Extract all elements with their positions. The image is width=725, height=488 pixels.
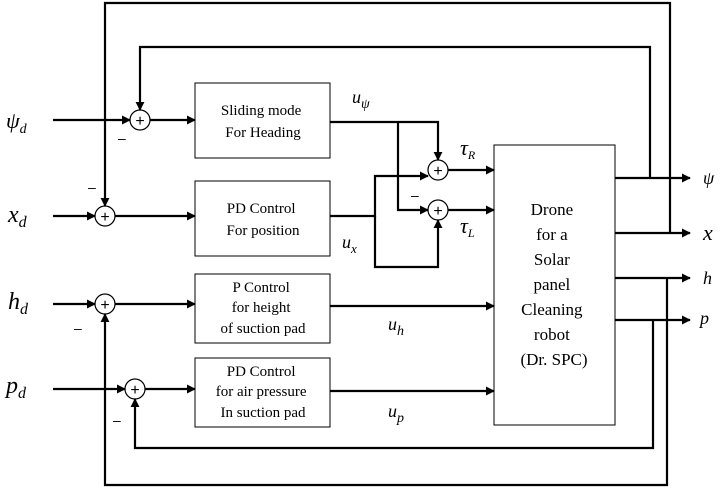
sum-junction-heading: + (129, 109, 151, 131)
output-label-p: p (698, 308, 709, 328)
minus-sign-tau-r: – (411, 187, 419, 203)
input-label-p-d: pd (4, 373, 27, 402)
svg-text:PD Control for air press: PD Control for air pressure In suction p… (216, 364, 311, 421)
input-label-x-d: xd (7, 202, 28, 231)
signal-label-tau-r: τR (460, 135, 476, 162)
svg-text:+: + (433, 203, 442, 220)
sum-junction-tau-r: + (427, 159, 449, 181)
svg-text:+: + (130, 382, 139, 399)
svg-text:+: + (100, 209, 109, 226)
sum-junction-tau-l: + (427, 199, 449, 221)
signal-lines (53, 1, 691, 487)
svg-text:+: + (100, 297, 109, 314)
sum-junction-pressure: + (124, 378, 146, 400)
svg-text:PD Control For position: PD Control For position (227, 201, 300, 239)
signal-label-tau-l: τL (460, 213, 475, 240)
svg-text:+: + (135, 113, 144, 130)
output-label-x: x (702, 220, 713, 245)
sum-junction-height: + (94, 293, 116, 315)
input-label-psi-d: ψd (6, 108, 28, 137)
sum-junction-position: + (94, 205, 116, 227)
minus-sign-pressure: – (113, 412, 121, 428)
input-label-h-d: hd (8, 289, 29, 318)
minus-sign-position: – (88, 179, 96, 195)
block-plant-drone: Drone for a Solar panel Cleaning robot (… (493, 144, 616, 426)
minus-sign-height: – (74, 320, 82, 336)
block-pd-pressure: PD Control for air pressure In suction p… (194, 357, 331, 428)
svg-text:+: + (433, 163, 442, 180)
signal-label-u-psi: uψ (352, 87, 370, 112)
block-sliding-mode-heading: Sliding mode For Heading (194, 82, 331, 159)
output-label-h: h (703, 268, 712, 288)
svg-text:Sliding mode For Heading: Sliding mode For Heading (221, 103, 305, 141)
svg-text:P Control for height: P Control for height of suction pad (221, 280, 306, 337)
signal-label-u-p: up (388, 401, 404, 426)
block-pd-position: PD Control For position (194, 180, 331, 257)
signal-label-u-x: ux (342, 232, 357, 256)
output-label-psi: ψ (703, 168, 715, 188)
block-p-height: P Control for height of suction pad (194, 273, 331, 344)
signal-label-u-h: uh (388, 314, 404, 339)
svg-text:Drone for a Solar: Drone for a Solar panel Cleaning robot (… (520, 200, 587, 369)
minus-sign-heading: – (118, 130, 126, 146)
